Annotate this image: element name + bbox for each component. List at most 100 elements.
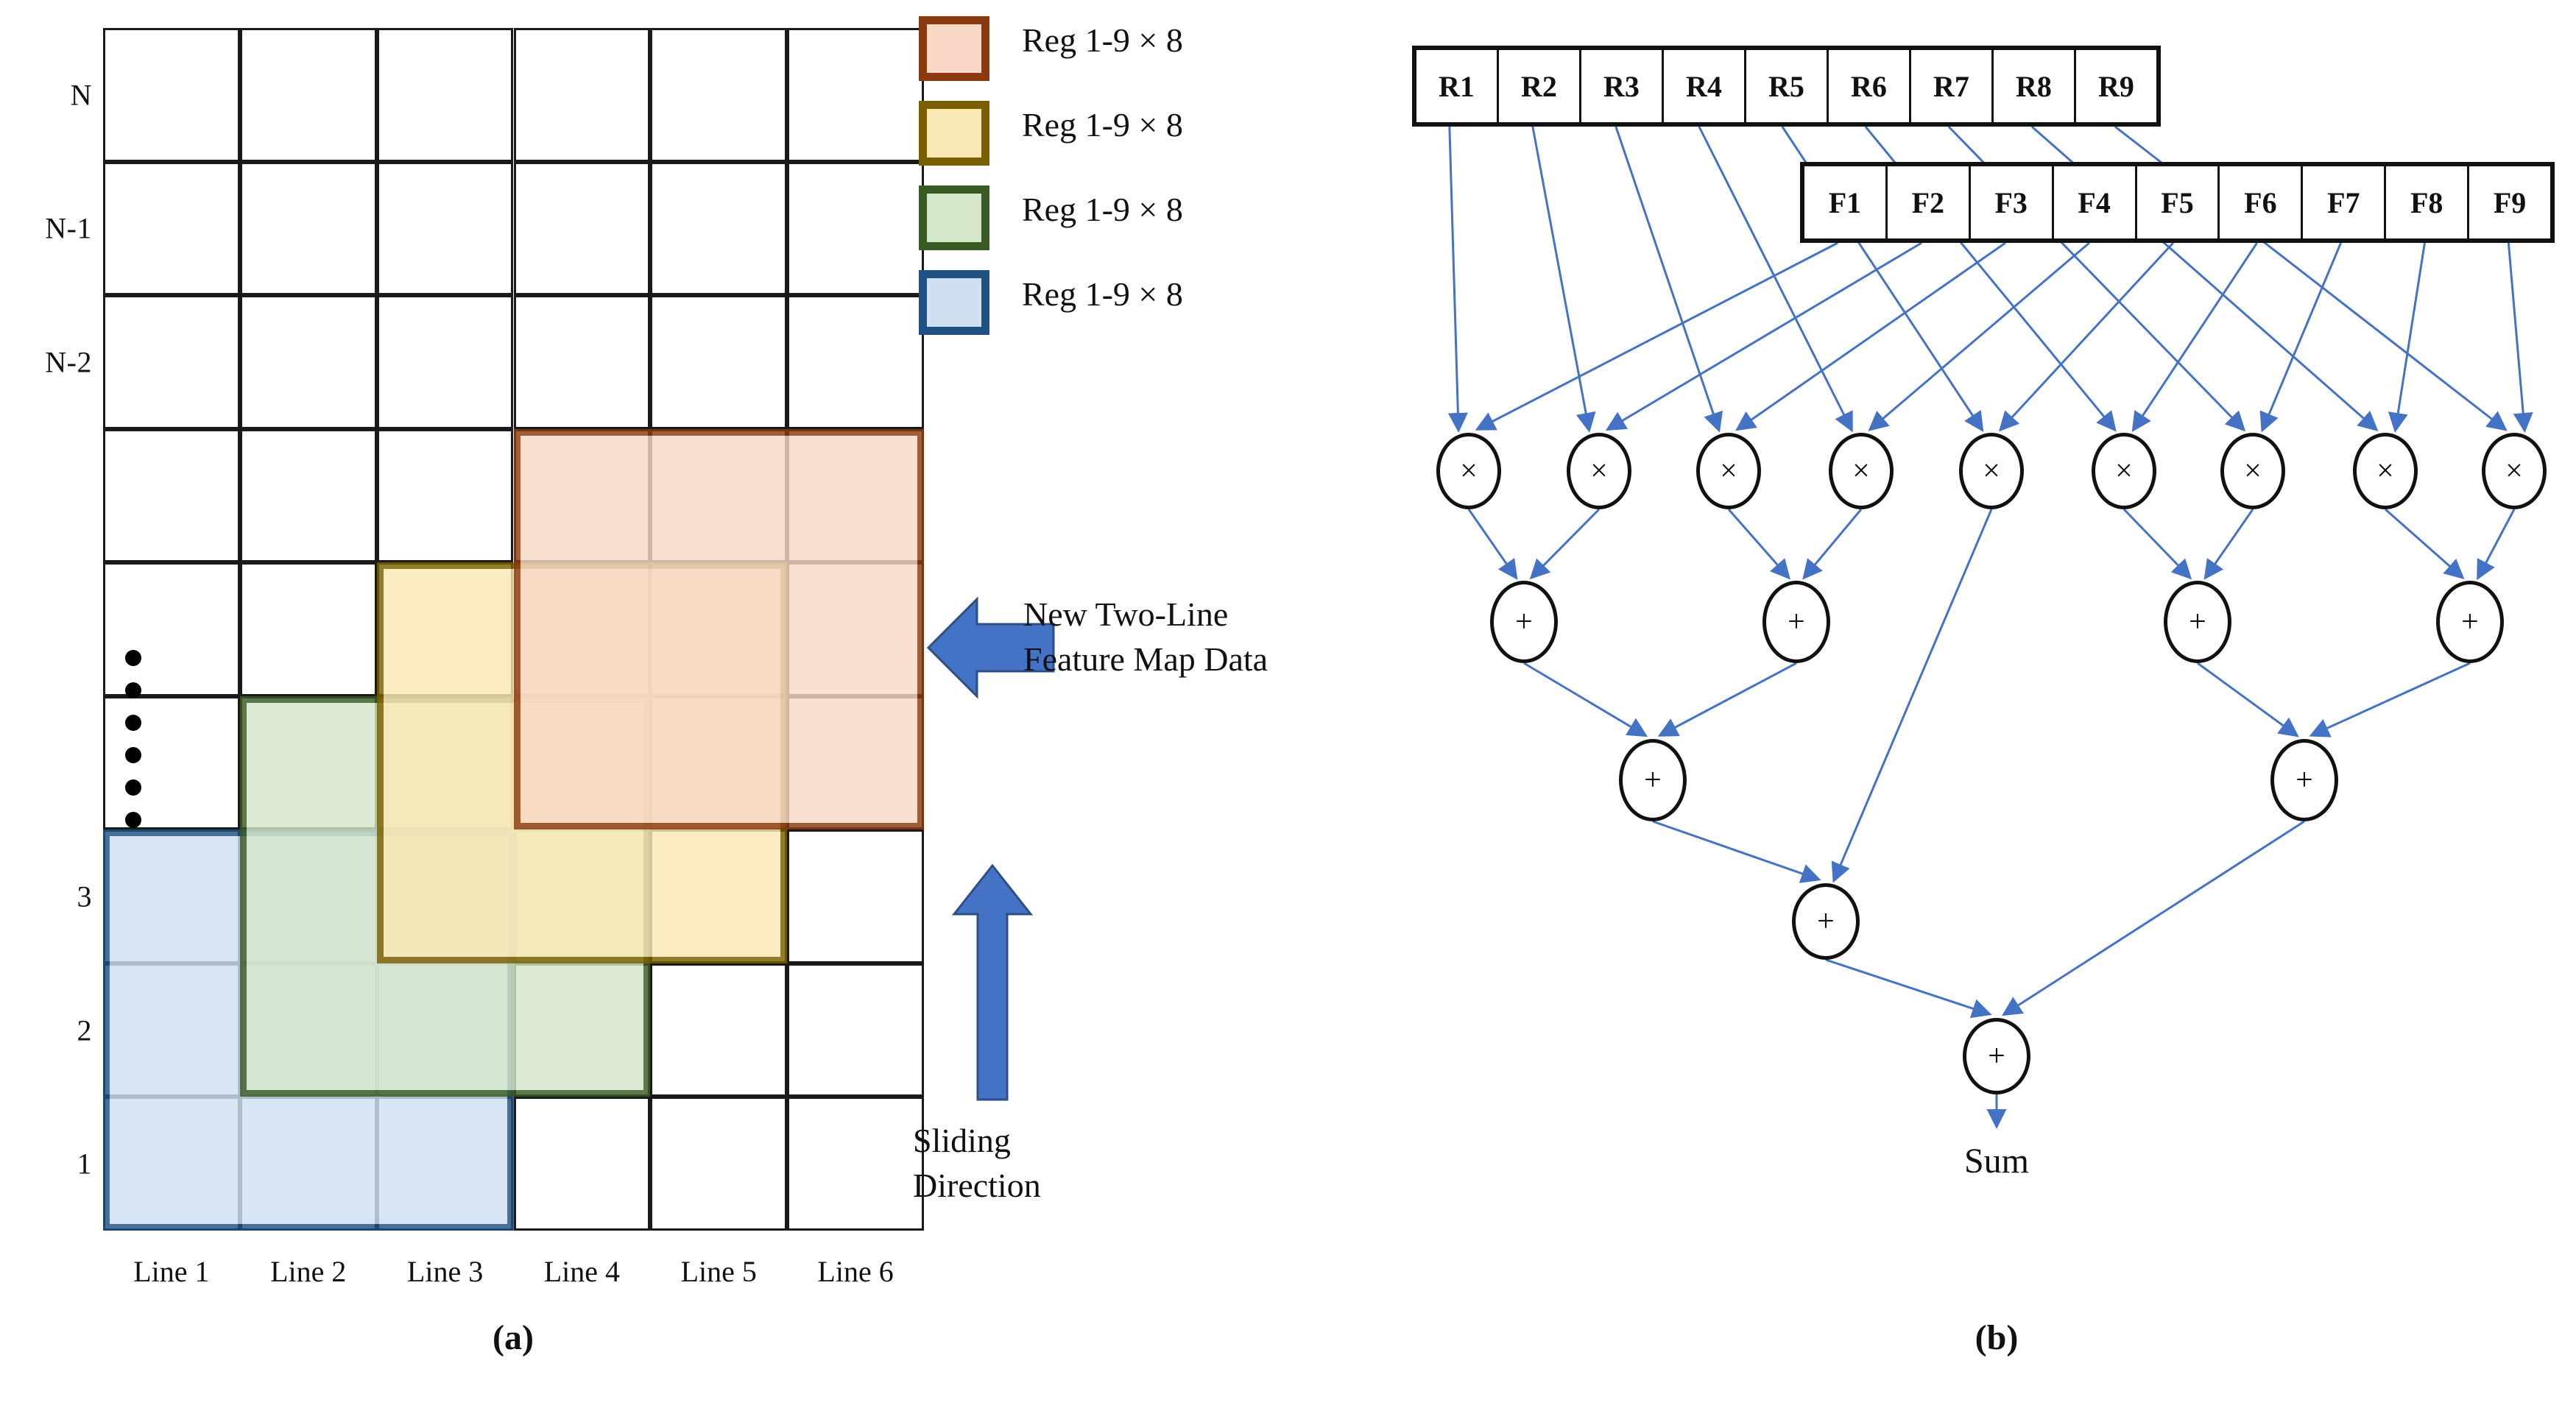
grid-row-label: 3 [77,880,92,913]
legend-label: Reg 1-9 × 8 [1022,21,1183,59]
adder-node-l2-1: + [1619,739,1687,821]
adder-node-l4: + [1963,1018,2030,1094]
register-cell-r4: R4 [1664,50,1746,122]
legend-swatch-yellow [919,101,989,166]
grid-cell [239,562,377,696]
grid-cell [650,161,788,296]
grid-cell [513,28,651,162]
grid-row-label: N-1 [45,211,92,245]
panel-b-caption: (b) [1975,1318,2019,1357]
filter-cell-f2: F2 [1888,166,1971,238]
grid-row-label: N-2 [45,345,92,379]
multiplier-node-1: × [1436,433,1501,509]
multiplier-node-2: × [1567,433,1631,509]
sliding-line-2: Direction [913,1166,1041,1204]
grid-cell [650,28,788,162]
grid-row-label: N [70,78,92,112]
panel-a-caption: (a) [493,1318,534,1357]
adder-node-l1-2: + [1762,581,1830,663]
grid-cell [787,28,924,162]
new-data-line-2: Feature Map Data [1023,640,1268,678]
filter-cell-f5: F5 [2137,166,2220,238]
new-data-annotation: New Two-Line Feature Map Data [1023,592,1268,682]
filter-cell-f7: F7 [2303,166,2387,238]
sum-output-label: Sum [1963,1142,2030,1181]
grid-cell [513,1097,651,1231]
grid-cell [513,161,651,296]
grid-cell [513,295,651,429]
filter-cell-f1: F1 [1804,166,1888,238]
grid-row-label: 2 [77,1013,92,1047]
grid-cell [376,428,514,563]
register-cell-r6: R6 [1829,50,1911,122]
multiplier-node-3: × [1696,433,1761,509]
adder-node-l3: + [1792,883,1860,960]
adder-node-l2-2: + [2270,739,2338,821]
adder-node-l1-3: + [2164,581,2231,663]
grid-column-label: Line 1 [133,1255,210,1288]
grid-cell [787,161,924,296]
new-data-arrow-icon [926,596,1055,699]
grid-cell [103,161,240,296]
grid-cell [239,295,377,429]
filter-cell-f3: F3 [1971,166,2054,238]
grid-cell [650,295,788,429]
grid-column-label: Line 6 [817,1255,894,1288]
grid-cell [376,295,514,429]
grid-cell [239,428,377,563]
adder-node-l1-4: + [2436,581,2504,663]
filter-cell-f8: F8 [2386,166,2470,238]
adder-node-l1-1: + [1490,581,1558,663]
multiplier-node-8: × [2353,433,2418,509]
grid-cell [650,963,788,1097]
multiplier-node-5: × [1959,433,2024,509]
window-region-orange [513,428,924,830]
legend-swatch-blue [919,270,989,335]
grid-column-label: Line 2 [270,1255,347,1288]
register-cell-r9: R9 [2098,69,2134,103]
register-cell-r7: R7 [1911,50,1994,122]
grid-row-label: 1 [77,1147,92,1181]
grid-cell [103,28,240,162]
legend-label: Reg 1-9 × 8 [1022,191,1183,228]
multiplier-node-7: × [2220,433,2285,509]
vertical-ellipsis-icon [125,650,150,844]
grid-cell [787,295,924,429]
multiplier-node-6: × [2092,433,2156,509]
register-cell-r3: R3 [1581,50,1664,122]
register-cell-r8: R8 [1994,50,2076,122]
filter-cell-f9: F9 [2493,185,2527,219]
new-data-line-1: New Two-Line [1023,595,1229,633]
filter-cell-f4: F4 [2054,166,2137,238]
sliding-direction-annotation: Sliding Direction [913,1119,1041,1208]
sliding-line-1: Sliding [913,1122,1011,1159]
grid-cell [103,696,240,830]
grid-cell [103,428,240,563]
register-cell-r1: R1 [1416,50,1499,122]
filter-cell-f6: F6 [2220,166,2304,238]
grid-cell [376,28,514,162]
legend-swatch-green [919,185,989,250]
grid-cell [787,1097,924,1231]
grid-column-label: Line 5 [680,1255,757,1288]
grid-cell [376,161,514,296]
grid-cell [650,1097,788,1231]
multiplier-node-9: × [2482,433,2547,509]
grid-cell [239,28,377,162]
sliding-direction-arrow-icon [951,863,1034,1101]
multiplier-node-4: × [1829,433,1894,509]
legend-label: Reg 1-9 × 8 [1022,106,1183,144]
grid-cell [103,562,240,696]
grid-cell [239,161,377,296]
register-cell-r5: R5 [1746,50,1829,122]
grid-column-label: Line 3 [406,1255,484,1288]
grid-cell [787,829,924,963]
legend-label: Reg 1-9 × 8 [1022,275,1183,313]
register-cell-r2: R2 [1499,50,1581,122]
legend-swatch-orange [919,16,989,81]
grid-column-label: Line 4 [543,1255,621,1288]
